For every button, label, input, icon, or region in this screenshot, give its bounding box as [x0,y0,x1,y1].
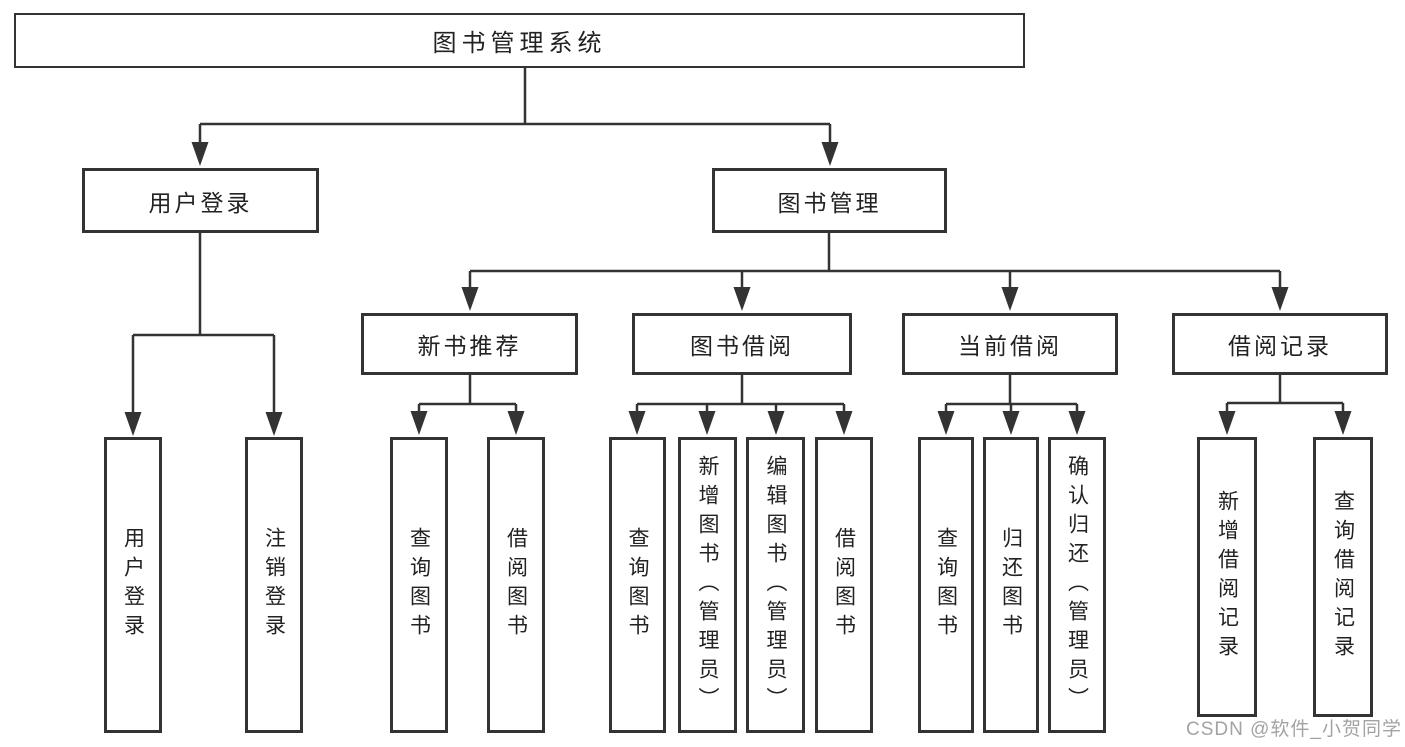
leaf-bb-query-books: 查询图书 [609,437,666,733]
node-book-management: 图书管理 [712,168,947,233]
node-label: 图书借阅 [690,333,794,359]
leaf-bb-edit-books-admin: 编辑图书（管理员） [746,437,805,733]
node-label: 查询图书 [934,527,958,643]
node-label: 确认归还（管理员） [1065,454,1089,716]
leaf-nbr-borrow-books: 借阅图书 [487,437,545,733]
node-borrow-records: 借阅记录 [1172,313,1388,375]
node-label: 图书管理 [777,189,882,216]
leaf-cb-confirm-return-admin: 确认归还（管理员） [1048,437,1106,733]
node-label: 查询借阅记录 [1331,490,1355,664]
node-label: 用户登录 [148,189,253,216]
node-label: 当前借阅 [958,333,1062,359]
node-new-book-recommend: 新书推荐 [361,313,578,375]
node-label: 借阅图书 [504,527,528,643]
node-label: 借阅记录 [1228,333,1332,359]
leaf-cb-query-books: 查询图书 [918,437,974,733]
node-label: 用户登录 [121,527,145,643]
csdn-watermark: CSDN @软件_小贺同学 [1186,719,1402,740]
node-label: 归还图书 [999,527,1023,643]
node-current-borrow: 当前借阅 [902,313,1118,375]
leaf-user-login: 用户登录 [104,437,162,733]
leaf-br-query-record: 查询借阅记录 [1313,437,1373,717]
node-user-login: 用户登录 [82,168,319,233]
leaf-br-add-record: 新增借阅记录 [1197,437,1257,717]
node-book-borrow: 图书借阅 [632,313,852,375]
arrowhead-icons [124,142,1352,436]
leaf-cb-return-books: 归还图书 [983,437,1039,733]
leaf-bb-borrow-books: 借阅图书 [815,437,873,733]
node-label: 注销登录 [262,527,286,643]
leaf-bb-add-books-admin: 新增图书（管理员） [678,437,737,733]
node-label: 编辑图书（管理员） [764,454,788,716]
node-label: 查询图书 [626,527,650,643]
node-label: 新增借阅记录 [1215,490,1239,664]
node-label: 借阅图书 [832,527,856,643]
node-label: 图书管理系统 [432,30,607,57]
node-label: 新书推荐 [417,333,522,359]
leaf-logout: 注销登录 [245,437,303,733]
leaf-nbr-query-books: 查询图书 [390,437,448,733]
node-label: 新增图书（管理员） [696,454,720,716]
node-label: 查询图书 [407,527,431,643]
node-library-management-system: 图书管理系统 [14,13,1025,68]
